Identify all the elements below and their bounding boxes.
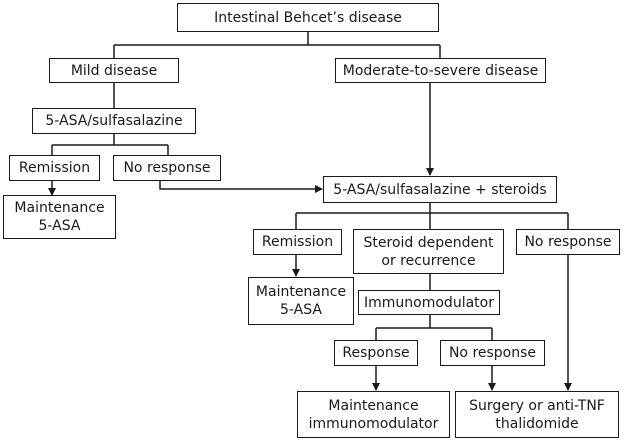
node-steroid-dependent: Steroid dependent or recurrence xyxy=(353,229,504,274)
node-no-response-3: No response xyxy=(440,340,545,366)
arrow-noresponse1-to-combined xyxy=(159,181,323,193)
node-immunomodulator-label: Immunomodulator xyxy=(364,294,494,311)
node-steroid-dependent-line2: or recurrence xyxy=(381,252,476,269)
node-maintenance-5asa-1-line2: 5-ASA xyxy=(38,218,81,234)
node-no-response-2-label: No response xyxy=(524,234,612,250)
node-surgery-anti-tnf-line2: thalidomide xyxy=(495,415,579,432)
node-immunomodulator: Immunomodulator xyxy=(358,290,500,315)
node-5asa-plus-steroids: 5-ASA/sulfasalazine + steroids xyxy=(323,176,557,203)
node-mild-disease-label: Mild disease xyxy=(70,62,158,79)
node-maintenance-5asa-2: Maintenance 5-ASA xyxy=(248,277,354,325)
node-remission-2-label: Remission xyxy=(261,234,334,250)
node-maintenance-5asa-1-line1: Maintenance xyxy=(14,200,105,216)
node-response: Response xyxy=(334,340,418,366)
node-surgery-anti-tnf-line1: Surgery or anti-TNF xyxy=(469,397,605,414)
node-5asa-plus-steroids-label: 5-ASA/sulfasalazine + steroids xyxy=(333,181,547,198)
node-root-label: Intestinal Behcet’s disease xyxy=(214,9,402,26)
node-remission-1: Remission xyxy=(9,155,100,181)
node-mild-disease: Mild disease xyxy=(49,58,179,83)
node-surgery-anti-tnf: Surgery or anti-TNF thalidomide xyxy=(455,391,619,438)
node-no-response-3-label: No response xyxy=(448,345,537,361)
node-5asa-sulfasalazine-label: 5-ASA/sulfasalazine xyxy=(45,113,183,129)
node-maintenance-immunomodulator: Maintenance immunomodulator xyxy=(297,391,450,438)
node-maintenance-immunomodulator-line2: immunomodulator xyxy=(308,415,439,432)
node-moderate-to-severe-label: Moderate-to-severe disease xyxy=(342,62,539,79)
node-moderate-to-severe: Moderate-to-severe disease xyxy=(335,58,546,83)
node-remission-2: Remission xyxy=(253,229,342,255)
node-no-response-1: No response xyxy=(113,155,221,181)
node-remission-1-label: Remission xyxy=(18,160,91,176)
node-no-response-1-label: No response xyxy=(123,160,211,176)
node-no-response-2: No response xyxy=(516,229,620,255)
node-maintenance-5asa-2-line2: 5-ASA xyxy=(280,302,322,318)
node-maintenance-immunomodulator-line1: Maintenance xyxy=(328,397,419,414)
node-5asa-sulfasalazine: 5-ASA/sulfasalazine xyxy=(32,108,196,134)
node-steroid-dependent-line1: Steroid dependent xyxy=(363,234,494,251)
node-maintenance-5asa-1: Maintenance 5-ASA xyxy=(3,195,116,239)
node-root: Intestinal Behcet’s disease xyxy=(177,3,439,32)
node-response-label: Response xyxy=(342,345,410,361)
node-maintenance-5asa-2-line1: Maintenance xyxy=(255,284,347,300)
